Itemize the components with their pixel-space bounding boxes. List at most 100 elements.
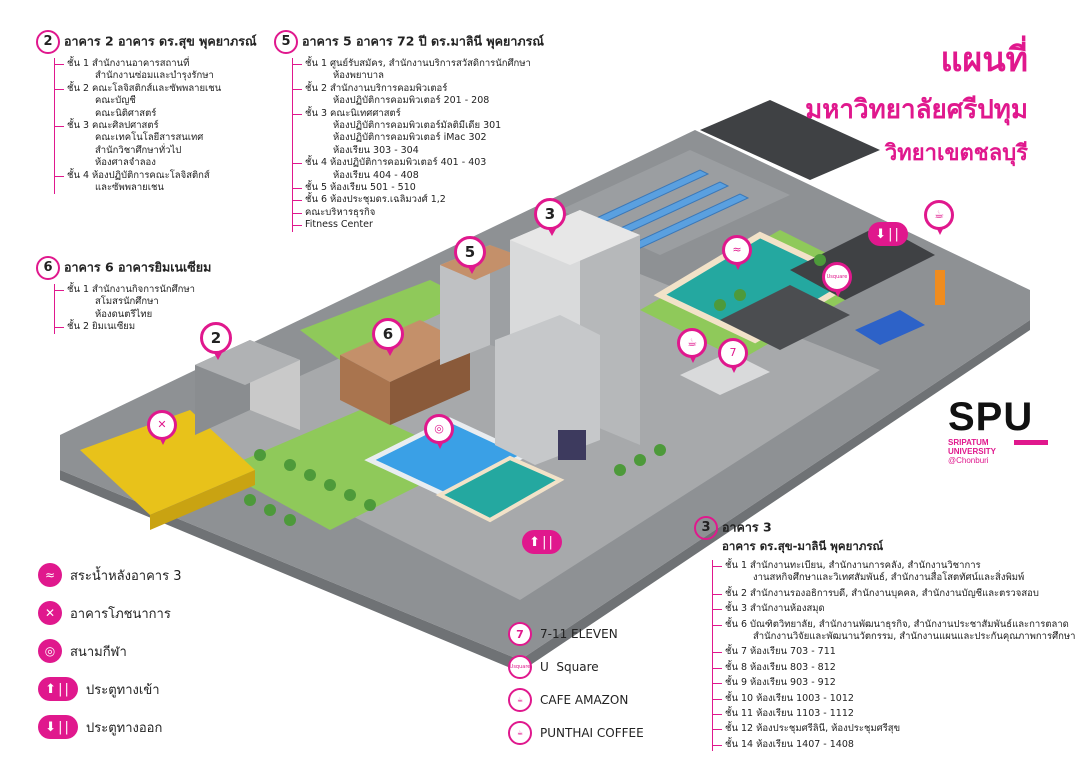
logo-sripatum: SRIPATUM (948, 438, 989, 447)
map-pin-usquare-icon[interactable]: Usquare (822, 262, 852, 297)
floor-item: ชั้น 5 ห้องเรียน 501 - 510 (305, 182, 416, 194)
floor-item: ชั้น 1 สำนักงานกิจการนักศึกษาสโมสรนักศึก… (67, 284, 196, 320)
floor-item: ชั้น 6 บัณฑิตวิทยาลัย, สำนักงานพัฒนาธุรก… (725, 618, 1076, 643)
building-6-side (340, 355, 390, 425)
map-pin-building-6[interactable]: 6 (372, 318, 404, 356)
usquare-icon: Usquare (508, 655, 532, 679)
building-5-number: 5 (274, 30, 298, 54)
court-pool (435, 455, 565, 523)
map-pin-cafe-amazon-icon[interactable]: ☕ (924, 200, 954, 235)
legend-entrance: ⬆||ประตูทางเข้า (38, 674, 181, 704)
covered-parking (573, 169, 750, 257)
floor-item: ชั้น 4 ห้องปฏิบัติการคอมพิวเตอร์ 401 - 4… (305, 157, 487, 181)
stadium-icon: ◎ (38, 639, 62, 663)
building-5-roof (440, 245, 525, 280)
logo-chonburi: @Chonburi (948, 456, 989, 465)
floor-item: ชั้น 3 สำนักงานห้องสมุด (725, 603, 825, 615)
pool-icon: ≈ (38, 563, 62, 587)
map-title: แผนที่ (940, 40, 1029, 80)
map-pin-pool-icon[interactable]: ≈ (722, 235, 752, 270)
trees (244, 254, 826, 526)
map-pin-building-2[interactable]: 2 (200, 322, 232, 360)
map-exit-gate-icon[interactable]: ⬇|| (868, 222, 908, 246)
usquare-building (720, 285, 850, 350)
logo-bar (1014, 440, 1048, 445)
floor-item: Fitness Center (305, 219, 373, 231)
floor-item: ชั้น 2 สำนักงานบริการคอมพิวเตอร์ห้องปฏิบ… (305, 82, 490, 107)
building-6-front (390, 345, 470, 425)
floor-item: ชั้น 9 ห้องเรียน 903 - 912 (725, 677, 836, 689)
floor-item: ชั้น 7 ห้องเรียน 703 - 711 (725, 646, 836, 658)
building-6-number: 6 (36, 256, 60, 280)
blue-pool-small (855, 310, 925, 345)
building-3-floors: ชั้น 1 สำนักงานทะเบียน, สำนักงานการคลัง,… (712, 560, 1076, 752)
floor-item: ชั้น 2 คณะโลจิสติกส์และซัพพลายเชนคณะบัญช… (67, 82, 222, 119)
map-pin-building-3[interactable]: 3 (534, 198, 566, 236)
logo-spu: SPU (948, 395, 1034, 439)
floor-item: ชั้น 3 คณะศิลปศาสตร์คณะเทคโนโลยีสารสนเทศ… (67, 120, 204, 169)
floor-item: ชั้น 3 คณะนิเทศศาสตร์ห้องปฏิบัติการคอมพิ… (305, 107, 502, 156)
legend-cafe-amazon: ☕CAFE AMAZON (508, 688, 644, 712)
building-2-roof (195, 340, 300, 385)
campus-name: วิทยาเขตชลบุรี (884, 141, 1028, 166)
map-pin-canteen-icon[interactable]: ✕ (147, 410, 177, 445)
exit-icon: ⬇|| (38, 715, 78, 739)
building-5-floors: ชั้น 1 ศูนย์รับสมัคร, สำนักงานบริการสวัส… (292, 58, 544, 232)
floor-item: ชั้น 14 ห้องเรียน 1407 - 1408 (725, 738, 854, 750)
punthai-coffee-icon: ☕ (508, 721, 532, 745)
floor-item: ชั้น 8 ห้องเรียน 803 - 812 (725, 661, 836, 673)
canteen-front (150, 470, 255, 530)
spu-logo: SPU SRIPATUM UNIVERSITY @Chonburi (948, 396, 1048, 465)
legend-stadium: ◎สนามกีฬา (38, 636, 181, 666)
cafe-amazon-icon: ☕ (508, 688, 532, 712)
floor-item: ชั้น 4 ห้องปฏิบัติการคณะโลจิสติกส์และซัพ… (67, 169, 210, 194)
building-6-floors: ชั้น 1 สำนักงานกิจการนักศึกษาสโมสรนักศึก… (54, 284, 211, 334)
map-pin-building-5[interactable]: 5 (454, 236, 486, 274)
legend-facilities: ≈สระน้ำหลังอาคาร 3 ✕อาคารโภชนาการ ◎สนามก… (38, 560, 181, 742)
fork-spoon-icon: ✕ (38, 601, 62, 625)
map-entrance-gate-icon[interactable]: ⬆|| (522, 530, 562, 554)
floor-item: ชั้น 1 สำนักงานทะเบียน, สำนักงานการคลัง,… (725, 560, 1025, 584)
top-shed (700, 100, 880, 180)
floor-item: คณะบริหารธุรกิจ (305, 206, 376, 218)
7-eleven-icon: 7 (508, 622, 532, 646)
floor-item: ชั้น 2 ยิมเนเซียม (67, 321, 136, 333)
building-3-subheading: อาคาร ดร.สุข-มาลินี พุคยาภรณ์ (722, 539, 884, 553)
floor-item: ชั้น 1 สำนักงานอาคารสถานที่สำนักงานซ่อมแ… (67, 58, 214, 82)
legend-canteen: ✕อาคารโภชนาการ (38, 598, 181, 628)
legend-pool: ≈สระน้ำหลังอาคาร 3 (38, 560, 181, 590)
university-name: มหาวิทยาลัยศรีปทุม (805, 95, 1028, 125)
shop-7-11 (680, 352, 770, 395)
floor-item: ชั้น 1 ศูนย์รับสมัคร, สำนักงานบริการสวัส… (305, 58, 531, 82)
floor-item: ชั้น 12 ห้องประชุมศรีลินี, ห้องประชุมศรี… (725, 723, 901, 735)
map-pin-7-eleven-icon[interactable]: 7 (718, 338, 748, 373)
building-6-roof (340, 320, 470, 382)
floor-item: ชั้น 10 ห้องเรียน 1003 - 1012 (725, 692, 854, 704)
logo-university: UNIVERSITY (948, 447, 997, 456)
building-3-roof (510, 210, 640, 265)
building-2-number: 2 (36, 30, 60, 54)
floor-item: ชั้น 6 ห้องประชุมดร.เฉลิมวงศ์ 1,2 (305, 194, 446, 206)
billboard (558, 430, 586, 460)
entrance-icon: ⬆|| (38, 677, 78, 701)
map-pin-stadium-icon[interactable]: ◎ (424, 414, 454, 449)
floor-item: ชั้น 11 ห้องเรียน 1103 - 1112 (725, 708, 854, 720)
legend-punthai-coffee: ☕PUNTHAI COFFEE (508, 721, 644, 745)
building-3-podium (495, 315, 600, 465)
building-2-floors: ชั้น 1 สำนักงานอาคารสถานที่สำนักงานซ่อมแ… (54, 58, 257, 195)
floor-item: ชั้น 2 สำนักงานรองอธิการบดี, สำนักงานบุค… (725, 587, 1039, 599)
map-pin-punthai-icon[interactable]: ☕ (677, 328, 707, 363)
legend-exit: ⬇||ประตูทางออก (38, 712, 181, 742)
